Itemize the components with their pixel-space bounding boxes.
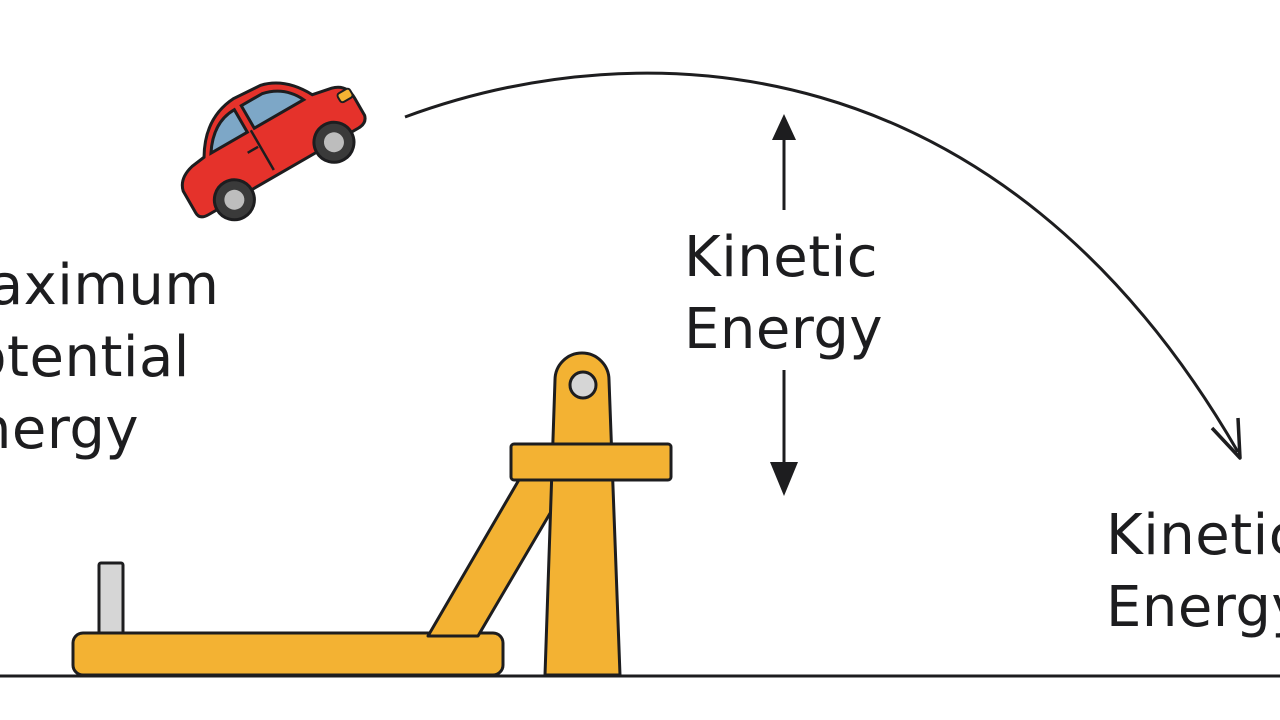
label-line: Maximum (0, 253, 220, 318)
car-door-handle (247, 145, 259, 154)
height-arrow (770, 114, 798, 496)
car-door-line (249, 129, 275, 171)
car-hubcap-front (323, 132, 344, 153)
label-maximum-potential-energy: Maximum Potential Energy (0, 250, 219, 466)
car-hubcap-rear (224, 189, 245, 210)
car-window-front (209, 107, 250, 156)
label-line: Kinetic (1106, 503, 1280, 568)
car-icon (180, 81, 367, 222)
ramp-tower (543, 351, 622, 677)
label-line: Kinetic (684, 225, 879, 290)
ramp-strut (426, 476, 554, 638)
post (97, 561, 125, 643)
label-kinetic-energy-center: Kinetic Energy (684, 222, 883, 366)
height-arrow-up-head (772, 114, 796, 140)
car-headlight (336, 87, 354, 104)
car-window-rear (239, 89, 307, 131)
pivot-icon (568, 370, 598, 400)
launch-ramp-icon (71, 351, 673, 677)
trajectory-arrow (404, 71, 1240, 453)
label-kinetic-energy-right: Kinetic Energy (1106, 500, 1280, 644)
label-line: Potential (0, 325, 190, 390)
ramp-base (71, 631, 505, 677)
label-line: Energy (1106, 575, 1280, 640)
ramp-crossbar (509, 442, 673, 482)
height-arrow-down-head (770, 462, 798, 496)
trajectory-arrowhead (1210, 417, 1242, 460)
label-line: Energy (684, 297, 884, 362)
label-line: Energy (0, 397, 140, 462)
